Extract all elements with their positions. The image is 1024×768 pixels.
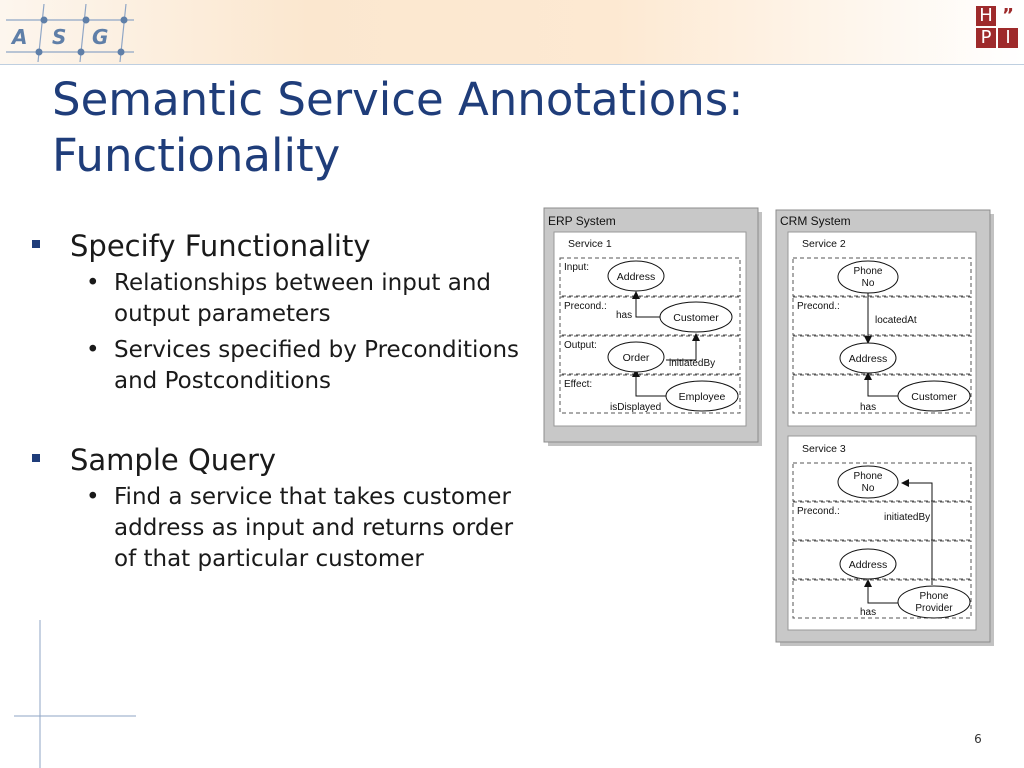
header-divider (0, 64, 1024, 65)
erp-edge-label: initiatedBy (669, 358, 715, 369)
erp-node-order: Order (623, 352, 650, 364)
crm-system-panel: CRM System Service 2 Precond.: Phone No … (775, 209, 994, 646)
square-bullet-icon (32, 454, 40, 462)
round-bullet-icon: • (86, 270, 100, 296)
bullet-specify-functionality: Specify Functionality (32, 228, 527, 264)
erp-precond-row (559, 296, 741, 336)
crm-s3-node-phone-provider: Provider (915, 603, 953, 614)
erp-input-row (559, 257, 741, 297)
crm-s2-node-phone: Phone (854, 266, 883, 277)
crm-s3-edge-label: has (860, 607, 876, 618)
bullet-sample-query: Sample Query (32, 442, 527, 478)
crm-s3-precond-row (792, 501, 972, 541)
crm-s3-node-no: No (862, 483, 875, 494)
bullet-list: Specify Functionality • Relationships be… (32, 228, 527, 580)
hpi-letter-i: I (998, 28, 1018, 48)
sub-bullet-text: Find a service that takes customer addre… (114, 484, 514, 572)
sub-bullet-list: • Find a service that takes customer add… (32, 482, 527, 575)
crm-s2-row-label: Precond.: (797, 301, 840, 312)
hpi-letter-p: P (976, 28, 996, 48)
crm-s3-node-address: Address (849, 559, 888, 571)
round-bullet-icon: • (86, 337, 100, 363)
sub-bullet-item: • Relationships between input and output… (32, 268, 527, 330)
slide-title: Semantic Service Annotations: Functional… (52, 72, 952, 184)
page-number: 6 (974, 732, 982, 746)
sub-bullet-item: • Services specified by Preconditions an… (32, 335, 527, 397)
erp-row-label: Output: (564, 340, 597, 351)
hpi-letter-h: H (976, 6, 996, 26)
erp-edge-label: isDisplayed (610, 402, 661, 413)
erp-system-label: ERP System (548, 214, 616, 228)
crm-s2-node-address: Address (849, 353, 888, 365)
crm-s2-edge-label: has (860, 402, 876, 413)
logo-letter-a: A (10, 25, 27, 49)
crm-s3-edge-label: initiatedBy (884, 512, 930, 523)
service-1-label: Service 1 (568, 238, 612, 250)
crm-s3-node-phone-provider: Phone (920, 591, 949, 602)
sub-bullet-text: Services specified by Preconditions and … (114, 337, 520, 394)
square-bullet-icon (32, 240, 40, 248)
crm-s3-node-phone: Phone (854, 471, 883, 482)
crm-s2-node-customer: Customer (911, 391, 957, 403)
service-annotation-diagram: ERP System Service 1 Input: Precond.: Ou… (543, 207, 994, 646)
erp-row-label: Effect: (564, 379, 592, 390)
slide-title-line-1: Semantic Service Annotations: (52, 73, 744, 126)
logo-letter-g: G (92, 25, 108, 49)
crm-system-label: CRM System (780, 214, 851, 228)
sub-bullet-text: Relationships between input and output p… (114, 270, 491, 327)
asg-logo: A S G (6, 3, 134, 63)
bullet-text: Sample Query (70, 443, 277, 477)
crm-s2-node-no: No (862, 278, 875, 289)
header-band (0, 0, 1024, 64)
erp-effect-row (559, 374, 741, 414)
sub-bullet-list: • Relationships between input and output… (32, 268, 527, 397)
decorative-corner-lines (14, 620, 136, 768)
service-3-label: Service 3 (802, 443, 846, 455)
hpi-logo: H ” P I (976, 6, 1020, 50)
erp-output-row (559, 335, 741, 375)
crm-s2-precond-row (792, 296, 972, 336)
erp-row-label: Input: (564, 262, 589, 273)
bullet-text: Specify Functionality (70, 229, 371, 263)
erp-row-label: Precond.: (564, 301, 607, 312)
erp-system-panel: ERP System Service 1 Input: Precond.: Ou… (543, 207, 762, 446)
crm-s2-edge-label: locatedAt (875, 315, 917, 326)
erp-node-employee: Employee (679, 391, 726, 403)
erp-node-customer: Customer (673, 312, 719, 324)
crm-s3-row-label: Precond.: (797, 506, 840, 517)
logo-letter-s: S (52, 25, 66, 49)
erp-edge-label: has (616, 310, 632, 321)
hpi-quote-mark: ” (998, 6, 1018, 26)
service-2-label: Service 2 (802, 238, 846, 250)
slide-title-line-2: Functionality (52, 129, 341, 182)
round-bullet-icon: • (86, 484, 100, 510)
erp-node-address: Address (617, 271, 656, 283)
sub-bullet-item: • Find a service that takes customer add… (32, 482, 527, 575)
